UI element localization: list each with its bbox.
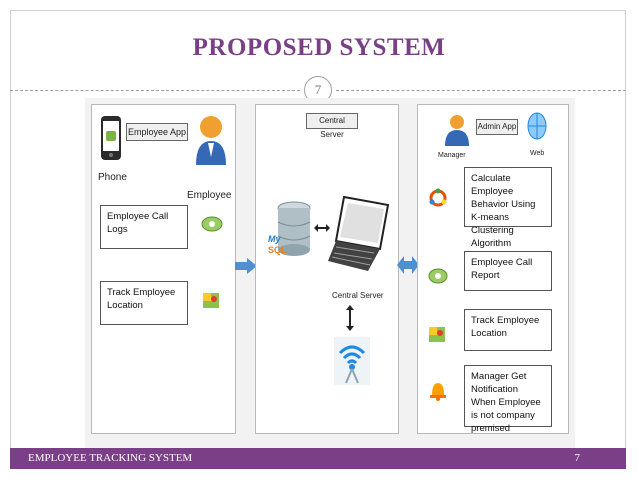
wifi-tower-icon (334, 337, 370, 385)
employee-app-label: Employee App (126, 123, 188, 141)
web-globe-icon (527, 112, 547, 140)
employee-avatar-icon (196, 116, 226, 165)
footer-title: EMPLOYEE TRACKING SYSTEM (28, 452, 193, 464)
database-icon (277, 201, 311, 256)
slide-title: PROPOSED SYSTEM (192, 34, 446, 61)
android-phone-icon (101, 116, 121, 160)
notification-bell-icon (430, 383, 446, 401)
arrow-bidirectional-icon (397, 256, 419, 274)
kmeans-box: Calculate Employee Behavior Using K-mean… (464, 167, 552, 249)
manager-avatar-icon (445, 115, 469, 146)
admin-app-label: Admin App (476, 119, 518, 135)
admin-app-panel: Manager Admin App Web Calculate Employee… (417, 104, 569, 434)
central-server-label: Central Server (332, 291, 384, 300)
arrow-right-icon (235, 258, 257, 274)
double-arrow-icon (314, 224, 330, 232)
title-divider-right (336, 90, 626, 91)
employee-app-panel: Phone Employee App Employee Employee Cal… (91, 104, 236, 434)
mysql-label-top: My (268, 234, 281, 244)
cluster-ring-icon (429, 188, 447, 207)
employee-label: Employee (187, 190, 232, 201)
manager-label: Manager (438, 152, 466, 159)
mysql-label-bottom: SQL (268, 245, 287, 255)
map-location-icon-right (429, 327, 445, 342)
call-log-icon (201, 216, 223, 232)
notification-box: Manager Get Notification When Employee i… (464, 365, 552, 434)
footer-bar: EMPLOYEE TRACKING SYSTEM 7 (10, 448, 626, 469)
vertical-double-arrow-icon (346, 305, 354, 331)
web-label: Web (530, 150, 545, 157)
laptop-icon (328, 195, 390, 271)
call-logs-box: Employee Call Logs (100, 205, 188, 249)
footer-page-number: 7 (574, 452, 581, 464)
map-location-icon (203, 293, 219, 308)
title-divider-left (10, 90, 300, 91)
track-location-box-right: Track Employee Location (464, 309, 552, 351)
call-report-box: Employee Call Report (464, 251, 552, 291)
track-location-box: Track Employee Location (100, 281, 188, 325)
phone-label: Phone (98, 172, 127, 183)
central-server-panel: Central Server My SQL Central Server (255, 104, 399, 434)
architecture-diagram: Phone Employee App Employee Employee Cal… (85, 98, 575, 448)
phone-report-icon (428, 268, 448, 284)
central-server-box: Central Server (306, 113, 358, 139)
